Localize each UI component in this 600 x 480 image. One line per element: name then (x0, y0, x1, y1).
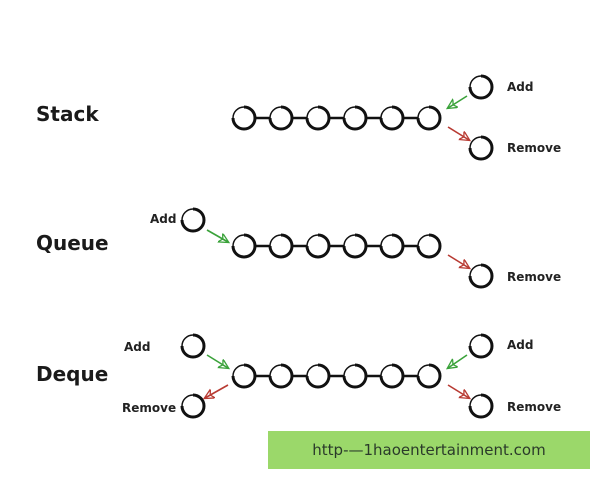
deque-remove-right-arrow (447, 384, 469, 398)
deque-add-left-arrow (206, 354, 228, 368)
deque-node (342, 363, 368, 389)
stack-add-arrow (448, 95, 468, 108)
deque-node (416, 363, 442, 389)
queue-add-label: Add (150, 212, 176, 226)
queue-remove-node (468, 263, 494, 289)
stack-node (416, 105, 442, 131)
stack-node (305, 105, 331, 131)
deque-node (268, 363, 294, 389)
stack-section: Stack (36, 74, 561, 161)
stack-remove-arrow (447, 126, 469, 140)
queue-remove-arrow (447, 254, 469, 268)
queue-section: Queue (36, 207, 561, 289)
stack-node (268, 105, 294, 131)
queue-node (305, 233, 331, 259)
watermark-text: http-—1haoentertainment.com (312, 441, 546, 459)
stack-node (342, 105, 368, 131)
queue-node (416, 233, 442, 259)
deque-remove-right-label: Remove (507, 400, 561, 414)
deque-node (231, 363, 257, 389)
deque-remove-left-node (180, 393, 206, 419)
deque-add-left-label: Add (124, 340, 150, 354)
queue-chain (231, 233, 442, 259)
deque-title: Deque (36, 362, 108, 386)
queue-add-node (180, 207, 206, 233)
deque-chain (231, 363, 442, 389)
deque-add-right-label: Add (507, 338, 533, 352)
queue-node (268, 233, 294, 259)
stack-remove-label: Remove (507, 141, 561, 155)
queue-add-arrow (206, 229, 228, 242)
stack-add-label: Add (507, 80, 533, 94)
deque-node (379, 363, 405, 389)
deque-remove-left-arrow (205, 384, 229, 398)
deque-remove-left-label: Remove (122, 401, 176, 415)
stack-node (231, 105, 257, 131)
queue-node (342, 233, 368, 259)
deque-add-right-arrow (448, 354, 468, 368)
stack-title: Stack (36, 102, 99, 126)
deque-add-left-node (180, 333, 206, 359)
queue-node (231, 233, 257, 259)
deque-remove-right-node (468, 393, 494, 419)
stack-add-node (468, 74, 494, 100)
watermark-banner: http-—1haoentertainment.com (268, 431, 590, 469)
stack-node (379, 105, 405, 131)
deque-section: Deque (36, 333, 561, 419)
queue-node (379, 233, 405, 259)
queue-title: Queue (36, 231, 109, 255)
deque-node (305, 363, 331, 389)
stack-chain (231, 105, 442, 131)
queue-remove-label: Remove (507, 270, 561, 284)
deque-add-right-node (468, 333, 494, 359)
stack-remove-node (468, 135, 494, 161)
